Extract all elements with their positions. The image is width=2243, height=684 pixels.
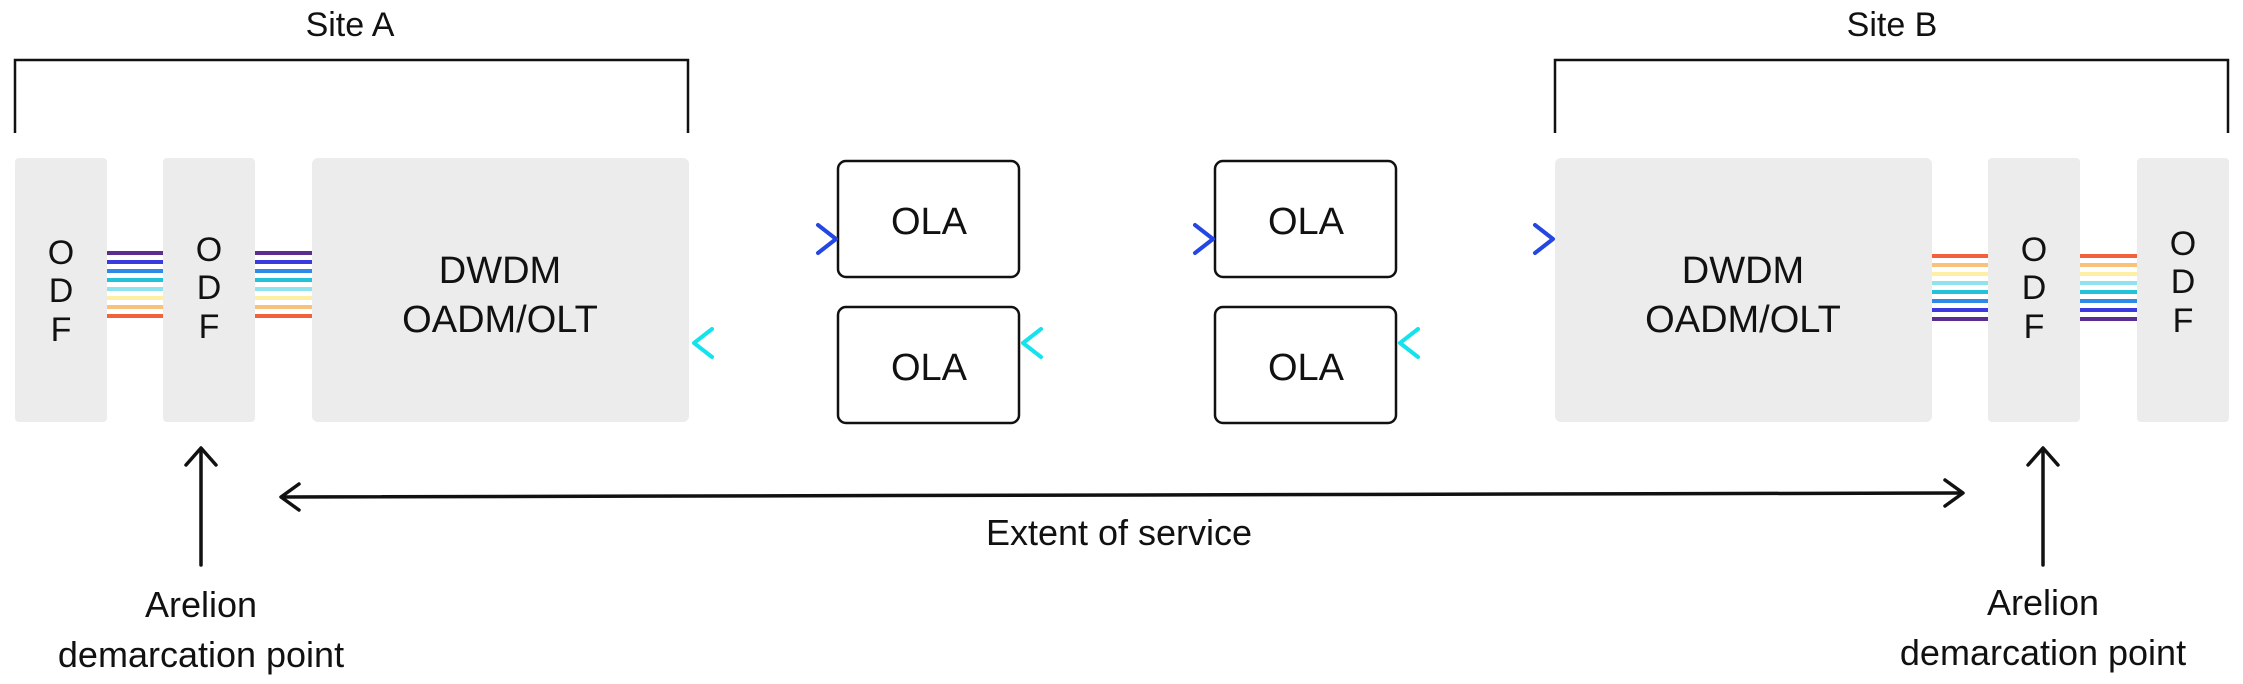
ola-box-top-right xyxy=(1213,159,1398,279)
site-a-label: Site A xyxy=(306,6,395,44)
ola-box-bottom-right xyxy=(1213,305,1398,425)
odf-letter: F xyxy=(2173,302,2194,340)
forward-arrow-1 xyxy=(688,223,838,255)
demarcation-arrow-left-head xyxy=(184,446,218,467)
return-arrow-3 xyxy=(692,327,840,359)
demarcation-left-line1: Arelion xyxy=(145,584,257,625)
demarcation-right: Arelion demarcation point xyxy=(1900,446,2186,673)
forward-path xyxy=(688,223,1555,255)
site-b-bracket xyxy=(1553,58,2230,133)
extent-arrow-line xyxy=(280,491,1964,499)
demarcation-arrow-right-head xyxy=(2026,446,2060,467)
dwdm-label-a: DWDM OADM/OLT xyxy=(402,250,598,341)
extent-of-service xyxy=(279,478,1965,512)
return-arrow-1 xyxy=(1398,327,1557,359)
odf-letter: F xyxy=(199,308,220,346)
demarcation-right-line2: demarcation point xyxy=(1900,632,2186,673)
odf-label-b-inner: O D F xyxy=(2021,231,2047,346)
odf-letter: D xyxy=(2022,269,2047,307)
odf-panel-b-inner xyxy=(1988,158,2080,422)
odf-label-a-outer: O D F xyxy=(48,234,74,349)
forward-arrow-3 xyxy=(1395,223,1555,255)
return-path xyxy=(692,327,1557,359)
odf-letter: F xyxy=(51,311,72,349)
ola-label: OLA xyxy=(1268,347,1345,389)
fiber-bundle-a-outer xyxy=(107,251,163,318)
ola-box-top-left xyxy=(836,159,1021,279)
odf-label-b-outer: O D F xyxy=(2170,225,2196,340)
panels xyxy=(15,158,2229,422)
extent-label: Extent of service xyxy=(986,512,1252,553)
site-a-bracket xyxy=(13,58,690,133)
odf-panel-b-outer xyxy=(2137,158,2229,422)
odf-letter: O xyxy=(196,231,222,269)
dwdm-line2: OADM/OLT xyxy=(1645,299,1841,341)
dwdm-label-b: DWDM OADM/OLT xyxy=(1645,250,1841,341)
odf-letter: D xyxy=(197,269,222,307)
fiber-bundle-b-outer xyxy=(2080,254,2137,321)
ola-label: OLA xyxy=(891,201,968,243)
ola-boxes: OLA OLA OLA OLA xyxy=(836,159,1398,425)
odf-label-a-inner: O D F xyxy=(196,231,222,346)
demarcation-right-line1: Arelion xyxy=(1987,582,2099,623)
ola-label: OLA xyxy=(891,347,968,389)
extent-arrow-right-head xyxy=(1943,478,1965,508)
extent-arrow-left-head xyxy=(279,482,301,512)
odf-panel-a-outer xyxy=(15,158,107,422)
demarcation-left-line2: demarcation point xyxy=(58,634,344,675)
site-a-group: Site A xyxy=(13,6,690,133)
odf-letter: F xyxy=(2024,308,2045,346)
dwdm-line1: DWDM xyxy=(1682,250,1804,292)
forward-arrow-2 xyxy=(1018,223,1215,255)
odf-letter: D xyxy=(49,272,74,310)
odf-letter: O xyxy=(48,234,74,272)
ola-box-bottom-left xyxy=(836,305,1021,425)
return-arrow-2 xyxy=(1021,327,1217,359)
odf-letter: O xyxy=(2170,225,2196,263)
dwdm-panel-a xyxy=(312,158,689,422)
dwdm-panel-b xyxy=(1555,158,1932,422)
site-b-group: Site B xyxy=(1553,6,2230,133)
ola-label: OLA xyxy=(1268,201,1345,243)
demarcation-left: Arelion demarcation point xyxy=(58,446,344,675)
dwdm-line1: DWDM xyxy=(439,250,561,292)
fiber-bundle-b-inner xyxy=(1932,254,1988,321)
odf-letter: D xyxy=(2171,263,2196,301)
fiber-bundle-a-inner xyxy=(255,251,312,318)
dwdm-line2: OADM/OLT xyxy=(402,299,598,341)
site-b-label: Site B xyxy=(1847,6,1938,44)
odf-letter: O xyxy=(2021,231,2047,269)
odf-panel-a-inner xyxy=(163,158,255,422)
